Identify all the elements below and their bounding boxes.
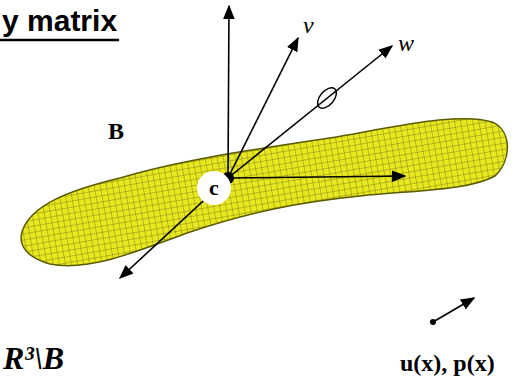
axis-label: v bbox=[303, 12, 314, 39]
field-label: u(x), p(x) bbox=[400, 350, 495, 377]
body-label: B bbox=[108, 118, 124, 145]
axis-label: w bbox=[398, 30, 414, 57]
body-outline bbox=[21, 119, 507, 266]
domain-label: R³\B bbox=[3, 340, 64, 377]
title-text: y matrix bbox=[2, 4, 117, 38]
point-marker: c bbox=[197, 171, 231, 205]
title-underline bbox=[0, 39, 119, 42]
field-point bbox=[430, 319, 436, 325]
point-label: c bbox=[209, 175, 219, 201]
axes bbox=[120, 6, 474, 322]
